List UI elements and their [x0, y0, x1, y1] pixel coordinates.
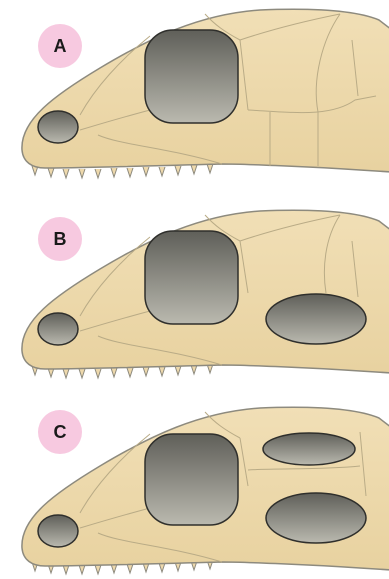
skull-panel-c: C — [0, 386, 389, 579]
panel-label-badge: A — [38, 24, 82, 68]
panel-label-badge: C — [38, 410, 82, 454]
skull-panel-b: B — [0, 193, 389, 386]
skull-panel-a: A — [0, 0, 389, 193]
fenestra-nostril — [38, 111, 78, 143]
panel-label-badge: B — [38, 217, 82, 261]
fenestra-orbit — [145, 231, 238, 324]
fenestra-orbit — [145, 30, 238, 123]
fenestra-lower-temporal — [266, 294, 366, 344]
fenestra-nostril — [38, 515, 78, 547]
fenestra-nostril — [38, 313, 78, 345]
fenestra-upper-temporal — [263, 433, 355, 465]
fenestra-lower-temporal — [266, 493, 366, 543]
fenestra-orbit — [145, 434, 238, 525]
